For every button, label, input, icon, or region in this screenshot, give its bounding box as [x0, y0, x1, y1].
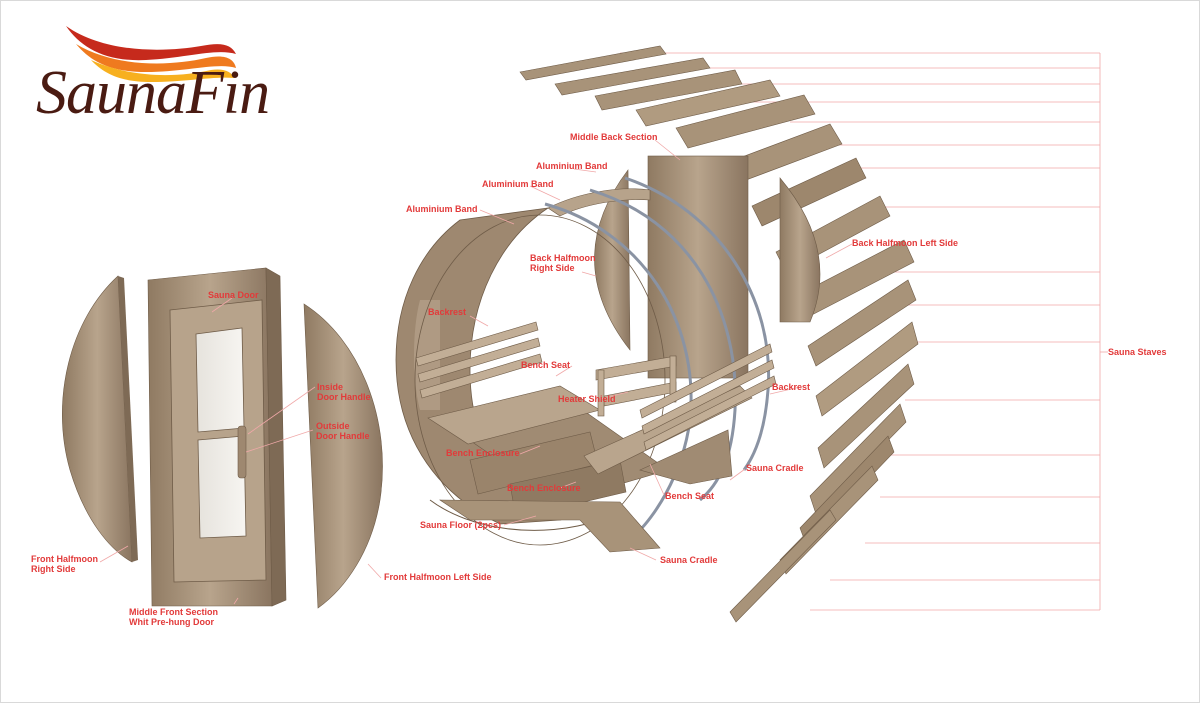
label-bench-seat-2: Bench Seat	[665, 491, 715, 501]
label-sauna-staves: Sauna Staves	[1108, 347, 1167, 357]
label-sauna-floor: Sauna Floor (2pcs)	[420, 520, 502, 530]
sauna-cradle-rear	[639, 429, 733, 485]
label-front-halfmoon-right-side-1: Front Halfmoon	[31, 554, 98, 564]
label-front-halfmoon-left-side: Front Halfmoon Left Side	[384, 572, 492, 582]
staves-leader-lines	[620, 52, 1101, 611]
door-handle-icon	[237, 425, 247, 479]
label-sauna-cradle-2: Sauna Cradle	[660, 555, 718, 565]
door-glass-bottom	[197, 435, 247, 539]
label-backrest-1: Backrest	[428, 307, 467, 317]
label-sauna-door: Sauna Door	[208, 290, 259, 300]
label-middle-back-section: Middle Back Section	[570, 132, 658, 142]
door-glass-top	[195, 327, 245, 433]
label-inside-door-handle-1: Inside	[317, 382, 344, 392]
label-back-halfmoon-right-side-2: Right Side	[530, 263, 575, 273]
label-aluminium-band-3: Aluminium Band	[406, 204, 478, 214]
label-aluminium-band-1: Aluminium Band	[536, 161, 608, 171]
front-halfmoon-right	[62, 275, 133, 563]
label-outside-door-handle-2: Door Handle	[316, 431, 370, 441]
logo-text: SaunaFin	[36, 59, 270, 127]
label-leaders	[99, 139, 1108, 605]
middle-front-section	[147, 267, 287, 607]
heater-shield	[595, 355, 677, 417]
label-front-halfmoon-right-side-2: Right Side	[31, 564, 76, 574]
label-inside-door-handle-2: Door Handle	[317, 392, 371, 402]
backrest-right	[639, 343, 777, 451]
label-bench-enclosure-2: Bench Enclosure	[507, 483, 581, 493]
label-bench-seat-1: Bench Seat	[521, 360, 571, 370]
label-back-halfmoon-left-side: Back Halfmoon Left Side	[852, 238, 959, 248]
label-outside-door-handle-1: Outside	[316, 421, 350, 431]
front-halfmoon-left	[303, 303, 383, 609]
back-halfmoon-left	[779, 177, 821, 323]
label-backrest-2: Backrest	[772, 382, 811, 392]
label-middle-front-section-2: Whit Pre-hung Door	[129, 617, 214, 627]
saunafin-logo	[36, 24, 332, 130]
label-aluminium-band-2: Aluminium Band	[482, 179, 554, 189]
label-heater-shield: Heater Shield	[558, 394, 616, 404]
label-bench-enclosure-1: Bench Enclosure	[446, 448, 520, 458]
backrest-left	[415, 321, 543, 399]
label-back-halfmoon-right-side-1: Back Halfmoon	[530, 253, 596, 263]
sauna-cradle-front	[438, 499, 661, 553]
label-middle-front-section-1: Middle Front Section	[129, 607, 218, 617]
flame-swoosh-icon	[66, 26, 236, 82]
sauna-staves	[519, 45, 919, 623]
label-sauna-cradle-1: Sauna Cradle	[746, 463, 804, 473]
